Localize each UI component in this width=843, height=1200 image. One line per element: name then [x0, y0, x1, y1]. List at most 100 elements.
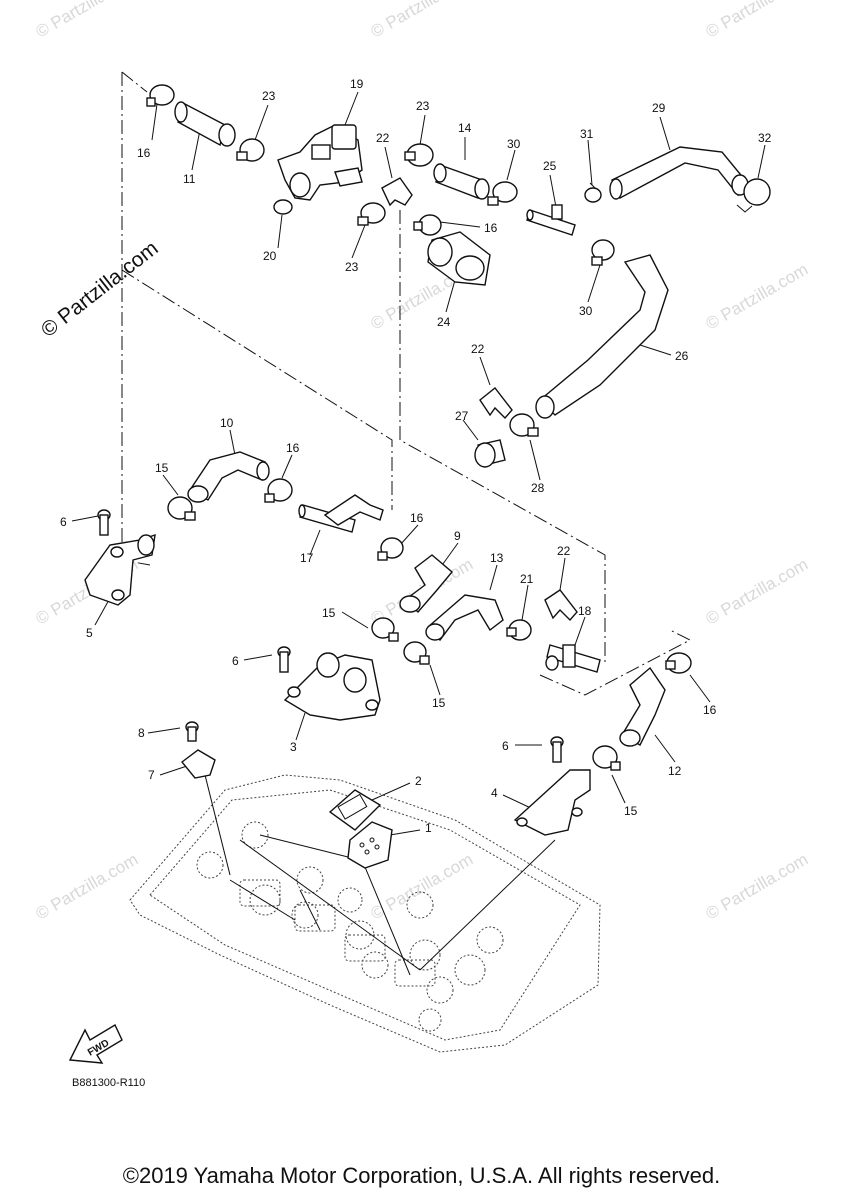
part-23-clamp	[404, 143, 434, 167]
callout-16: 16	[410, 511, 424, 525]
part-23-clamp	[357, 202, 386, 226]
part-25-joint	[526, 204, 576, 236]
callout-30: 30	[507, 137, 521, 151]
part-20-o-ring	[273, 199, 293, 215]
callout-15: 15	[624, 804, 638, 818]
callout-11: 11	[183, 172, 196, 186]
watermark: © Partzilla.com	[703, 850, 812, 924]
part-2-plate	[328, 789, 382, 831]
cylinder-head-cover	[129, 774, 601, 1053]
watermark: © Partzilla.com	[703, 260, 812, 334]
part-8-bolt	[185, 721, 199, 742]
callout-1: 1	[425, 821, 432, 835]
callout-24: 24	[437, 315, 451, 329]
part-16-clamp	[146, 84, 175, 107]
callout-3: 3	[290, 740, 297, 754]
callout-6: 6	[502, 739, 509, 753]
watermarks: © Partzilla.com © Partzilla.com © Partzi…	[33, 0, 812, 923]
part-7-plate	[180, 749, 216, 779]
part-16-clamp	[377, 537, 404, 561]
part-9-hose	[399, 554, 453, 614]
callout-16: 16	[703, 703, 717, 717]
part-16-clamp	[413, 214, 442, 236]
part-6-bolt	[277, 646, 291, 673]
callout-15: 15	[155, 461, 169, 475]
callout-25: 25	[543, 159, 557, 173]
leader-lines	[71, 91, 766, 976]
part-6-bolt	[550, 736, 564, 763]
part-5-reed-cover	[84, 533, 156, 606]
part-29-hose	[609, 146, 749, 200]
callout-18: 18	[578, 604, 592, 618]
callout-22: 22	[557, 544, 571, 558]
callout-31: 31	[580, 127, 594, 141]
callout-23: 23	[416, 99, 430, 113]
part-22-bracket	[544, 589, 578, 622]
watermark: © Partzilla.com	[703, 0, 812, 41]
callout-14: 14	[458, 121, 472, 135]
callout-27: 27	[455, 409, 469, 423]
callout-6: 6	[232, 654, 239, 668]
part-26-hose	[535, 254, 669, 419]
callout-30: 30	[579, 304, 593, 318]
part-15-clamp	[403, 641, 430, 665]
fwd-arrow-icon: FWD	[68, 1024, 123, 1064]
part-14-hose	[433, 163, 490, 200]
callout-7: 7	[148, 768, 155, 782]
part-15-clamp	[592, 745, 621, 771]
part-17-pipe	[298, 494, 384, 533]
part-30-clamp	[487, 181, 518, 206]
part-23-clamp	[236, 138, 265, 162]
diagram-code: B881300-R110	[72, 1077, 145, 1089]
callout-23: 23	[262, 89, 276, 103]
part-3-reed-cover	[283, 652, 381, 721]
part-32-clamp	[736, 178, 771, 213]
part-16-clamp	[264, 478, 293, 503]
watermark-main: © Partzilla.com	[37, 237, 163, 342]
part-1-reed-valve	[347, 821, 393, 869]
callout-26: 26	[675, 349, 689, 363]
callout-16: 16	[286, 441, 300, 455]
part-15-clamp	[371, 617, 399, 642]
part-18-joint	[545, 644, 601, 673]
callout-2: 2	[415, 774, 422, 788]
part-16-clamp	[665, 652, 692, 674]
part-21-clamp	[506, 619, 532, 641]
part-6-bolt	[97, 509, 111, 536]
callout-5: 5	[86, 626, 93, 640]
part-31-washer	[584, 187, 602, 203]
callout-15: 15	[432, 696, 446, 710]
callout-28: 28	[531, 481, 545, 495]
callout-16: 16	[484, 221, 498, 235]
callout-13: 13	[490, 551, 504, 565]
copyright-notice: ©2019 Yamaha Motor Corporation, U.S.A. A…	[122, 1163, 721, 1188]
callouts: 16 11 23 19 22 23 14 30 31 29 32 25 20 2…	[60, 77, 772, 835]
part-10-hose	[187, 451, 270, 503]
parts	[84, 84, 771, 869]
callout-12: 12	[668, 764, 682, 778]
part-13-hose	[425, 594, 504, 642]
callout-17: 17	[300, 551, 314, 565]
part-15-clamp	[167, 496, 196, 521]
part-12-hose	[619, 666, 666, 747]
callout-9: 9	[454, 529, 461, 543]
watermark: © Partzilla.com	[33, 850, 142, 924]
callout-16: 16	[137, 146, 151, 160]
callout-19: 19	[350, 77, 364, 91]
watermark: © Partzilla.com	[368, 0, 477, 41]
part-27-cap	[474, 439, 506, 468]
callout-23: 23	[345, 260, 359, 274]
callout-15: 15	[322, 606, 336, 620]
part-22-bracket	[479, 387, 513, 420]
callout-4: 4	[491, 786, 498, 800]
callout-32: 32	[758, 131, 772, 145]
part-4-reed-cover	[513, 769, 591, 836]
watermark: © Partzilla.com	[33, 0, 142, 41]
callout-20: 20	[263, 249, 277, 263]
part-24-hose	[427, 231, 491, 286]
callout-21: 21	[520, 572, 534, 586]
callout-22: 22	[376, 131, 390, 145]
watermark: © Partzilla.com	[703, 555, 812, 629]
part-11-hose	[174, 101, 236, 147]
